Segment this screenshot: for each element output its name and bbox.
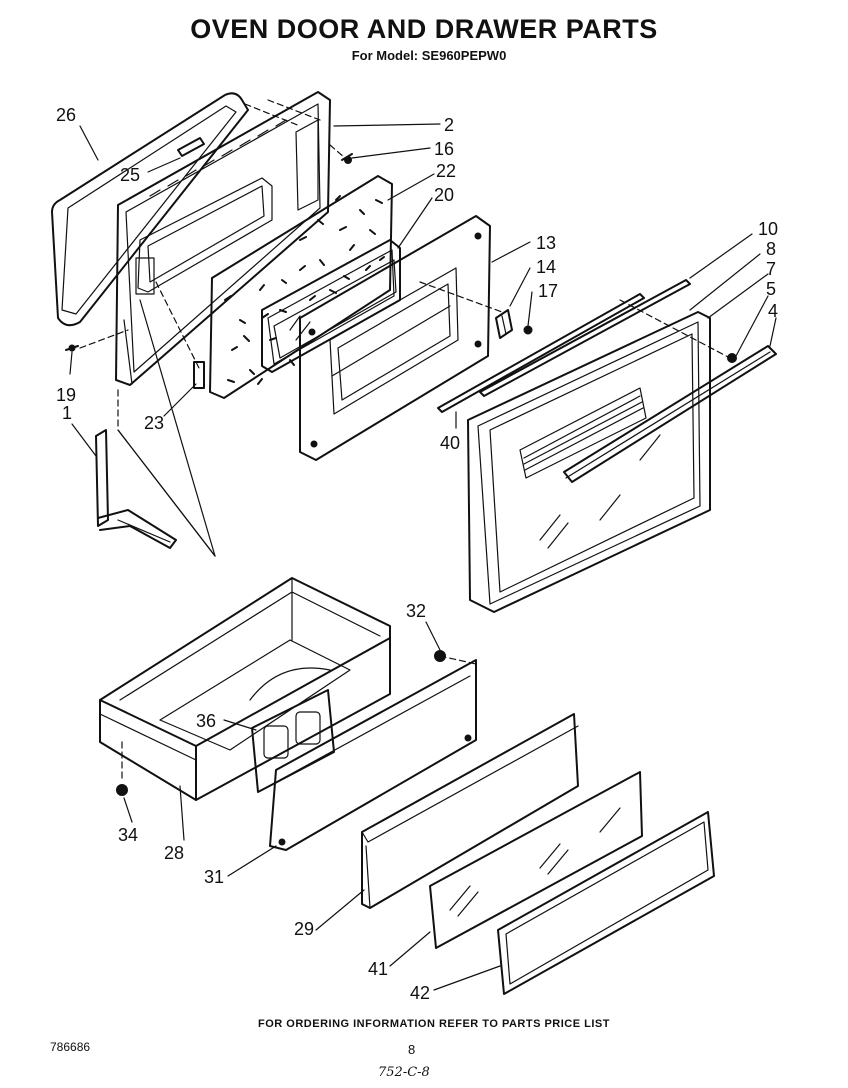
- part-32-screw: [434, 650, 477, 665]
- part-42-drawer-gasket: [497, 811, 715, 995]
- model-subtitle: For Model: SE960PEPW0: [351, 48, 507, 63]
- callout-34: 34: [118, 825, 139, 845]
- ordering-info: FOR ORDERING INFORMATION REFER TO PARTS …: [258, 1018, 610, 1030]
- callout-31: 31: [204, 867, 225, 887]
- callout-14: 14: [536, 257, 557, 277]
- callout-36: 36: [196, 711, 217, 731]
- part-2-door-liner: [115, 91, 331, 386]
- callout-13: 13: [536, 233, 557, 253]
- callout-10: 10: [758, 219, 779, 239]
- callout-42: 42: [410, 983, 431, 1003]
- part-8-outer-door-panel: [467, 311, 711, 613]
- part-26-door-gasket: [51, 92, 249, 327]
- part-10-top-trim: [479, 279, 691, 397]
- callout-22: 22: [436, 161, 457, 181]
- callout-8: 8: [766, 239, 777, 259]
- part-41-drawer-glass: [429, 771, 643, 949]
- callout-26: 26: [56, 105, 77, 125]
- part-28-drawer-body: [99, 577, 391, 801]
- part-23-spacer: [193, 361, 205, 389]
- part-40-trim-strip: [437, 293, 645, 413]
- part-4-door-handle: [563, 345, 777, 483]
- part-17-screw: [523, 325, 533, 335]
- alignment-lines-door: [79, 99, 731, 557]
- page-title: OVEN DOOR AND DRAWER PARTS: [190, 14, 658, 44]
- part-36-drawer-bracket: [251, 689, 335, 793]
- handwritten-note: 752-C-8: [378, 1065, 430, 1080]
- part-25-latch-bracket: [177, 137, 205, 157]
- part-22-insulation: [209, 175, 393, 399]
- callout-7: 7: [766, 259, 777, 279]
- callout-2: 2: [444, 115, 455, 135]
- part-19-screw: [65, 344, 79, 352]
- callout-20: 20: [434, 185, 455, 205]
- callout-29: 29: [294, 919, 315, 939]
- page-number: 8: [408, 1042, 416, 1057]
- part-34-screw: [116, 741, 128, 796]
- callout-16: 16: [434, 139, 455, 159]
- callout-40: 40: [440, 433, 461, 453]
- callout-19: 19: [56, 385, 77, 405]
- callout-28: 28: [164, 843, 185, 863]
- callout-1: 1: [62, 403, 73, 423]
- part-16-screw: [341, 153, 353, 164]
- callout-17: 17: [538, 281, 559, 301]
- callout-5: 5: [766, 279, 777, 299]
- part-31-drawer-panel: [269, 659, 477, 851]
- callout-41: 41: [368, 959, 389, 979]
- part-5-handle-cap: [727, 353, 737, 363]
- callout-23: 23: [144, 413, 165, 433]
- callout-leaders: [69, 123, 777, 991]
- part-1-door-hinge: [95, 429, 177, 549]
- part-14-hinge-bracket: [495, 309, 513, 339]
- part-13-inner-door-panel: [299, 215, 491, 461]
- document-number: 786686: [50, 1040, 91, 1054]
- callout-32: 32: [406, 601, 427, 621]
- callout-25: 25: [120, 165, 141, 185]
- callout-4: 4: [768, 301, 779, 321]
